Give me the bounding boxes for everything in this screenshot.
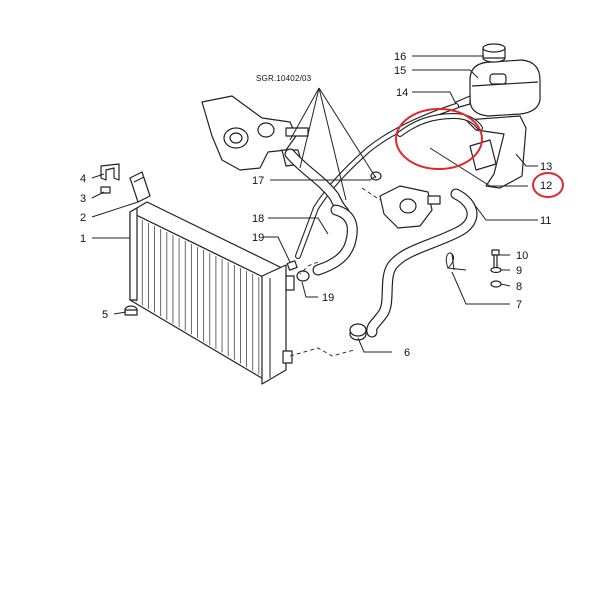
callout-10: 10 xyxy=(516,250,528,262)
callout-8: 8 xyxy=(516,281,522,293)
callout-19-clamp: 19 xyxy=(322,292,334,304)
nut xyxy=(490,280,502,288)
radiator-fins xyxy=(135,217,260,375)
reference-leaders xyxy=(289,87,377,201)
hose-clamp-lower xyxy=(349,323,367,341)
radiator-lower-outlet xyxy=(282,350,293,364)
expansion-tank-cap xyxy=(482,43,506,63)
callout-18: 18 xyxy=(252,213,264,225)
callout-5: 5 xyxy=(102,309,108,321)
lower-radiator-hose xyxy=(366,188,478,338)
callout-19-hose-end: 19 xyxy=(252,232,264,244)
callout-4: 4 xyxy=(80,173,86,185)
spring-clip xyxy=(445,252,467,271)
callout-7: 7 xyxy=(516,299,522,311)
bolt xyxy=(491,249,500,269)
callout-leaders xyxy=(91,55,538,353)
callout-13: 13 xyxy=(540,161,552,173)
hose-clamp-small xyxy=(286,260,298,271)
assembly-dash-lines xyxy=(289,187,381,357)
callout-11: 11 xyxy=(540,215,551,227)
callout-1: 1 xyxy=(80,233,86,245)
clip-bolt xyxy=(100,186,111,194)
tank-overflow-hose xyxy=(397,112,483,137)
expansion-tank xyxy=(455,59,541,117)
rubber-mount xyxy=(124,305,138,316)
water-pump-housing xyxy=(379,185,441,229)
highlight-part-14 xyxy=(395,108,483,170)
callout-15: 15 xyxy=(394,65,406,77)
radiator-mounting-pad xyxy=(129,171,151,203)
radiator xyxy=(129,201,295,385)
callout-14: 14 xyxy=(396,87,408,99)
callout-3: 3 xyxy=(80,193,86,205)
radiator-upper-inlet xyxy=(285,275,295,291)
callout-2: 2 xyxy=(80,212,86,224)
highlight-callout-12 xyxy=(532,172,564,198)
tank-bracket xyxy=(465,115,527,189)
callout-12: 12 xyxy=(540,180,552,192)
washer xyxy=(490,266,502,274)
callout-6: 6 xyxy=(404,347,410,359)
radiator-clip xyxy=(100,163,120,181)
bypass-hose xyxy=(312,204,358,276)
hose-clamp-radiator xyxy=(296,270,310,282)
reference-code-label: SGR.10402/03 xyxy=(256,74,312,83)
callout-16: 16 xyxy=(394,51,406,63)
callout-9: 9 xyxy=(516,265,522,277)
callout-17: 17 xyxy=(252,175,264,187)
